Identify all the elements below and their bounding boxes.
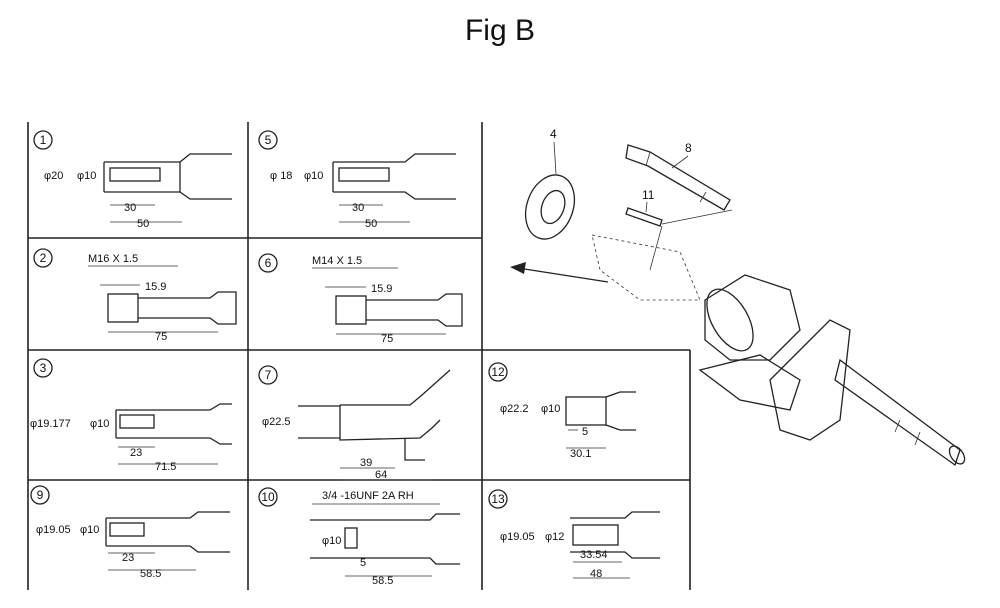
direction-arrow — [510, 262, 609, 283]
dimension-inner: 23 — [130, 447, 142, 459]
panel-number: 7 — [265, 368, 272, 382]
bore-label: φ10 — [304, 170, 323, 182]
bore-label: φ12 — [545, 531, 564, 543]
dimension-inner: 15.9 — [145, 281, 166, 293]
dimension-inner: 15.9 — [371, 283, 392, 295]
panel-2: 2 M16 X 1.5 15.9 75 — [33, 248, 237, 343]
dimension-inner: 30 — [124, 202, 136, 214]
panel-12: 12 φ22.2 φ10 5 30.1 — [488, 362, 636, 460]
diameter-label: φ19.05 — [36, 524, 71, 536]
key-part: 11 — [625, 188, 733, 271]
thread-spec: 3/4 -16UNF 2A RH — [322, 490, 414, 502]
panel-number: 2 — [40, 251, 47, 265]
dimension-overall: 50 — [137, 218, 149, 230]
dimension-inner: 23 — [122, 552, 134, 564]
dimension-overall: 75 — [155, 331, 167, 343]
callout-washer: 4 — [550, 127, 557, 141]
crankshaft-body — [591, 234, 966, 467]
dimension-overall: 75 — [381, 333, 393, 345]
bore-label: φ10 — [80, 524, 99, 536]
callout-shaft: 8 — [685, 141, 692, 155]
panel-10: 10 3/4 -16UNF 2A RH φ10 5 58.5 — [258, 487, 460, 587]
bore-label: φ10 — [77, 170, 96, 182]
panel-number: 1 — [40, 133, 47, 147]
dimension-inner: 5 — [582, 426, 588, 438]
diameter-label: φ20 — [44, 170, 63, 182]
panel-number: 5 — [265, 133, 272, 147]
panel-6: 6 M14 X 1.5 15.9 75 — [258, 253, 463, 345]
panel-number: 9 — [37, 488, 44, 502]
panel-1: 1 φ20 φ10 30 50 — [33, 130, 232, 230]
panel-5: 5 φ 18 φ10 30 50 — [258, 130, 456, 230]
dimension-inner: 5 — [360, 557, 366, 569]
dimension-inner: 39 — [360, 457, 372, 469]
panel-13: 13 φ19.05 φ12 33.54 48 — [488, 489, 660, 580]
dimension-overall: 30.1 — [570, 448, 591, 460]
dimension-overall: 48 — [590, 568, 602, 580]
diameter-label: φ22.2 — [500, 403, 529, 415]
dimension-overall: 64 — [375, 469, 387, 481]
panel-9: 9 φ19.05 φ10 23 58.5 — [30, 485, 230, 580]
exploded-assembly: 4 8 11 — [510, 127, 966, 467]
dimension-overall: 50 — [365, 218, 377, 230]
dimension-inner: 30 — [352, 202, 364, 214]
panel-number: 10 — [261, 490, 275, 504]
panel-number: 12 — [491, 365, 505, 379]
thread-spec: M14 X 1.5 — [312, 255, 362, 267]
dimension-overall: 58.5 — [372, 575, 393, 587]
panel-7: 7 φ22.5 39 64 — [258, 365, 451, 481]
thread-spec: M16 X 1.5 — [88, 253, 138, 265]
diameter-label: φ22.5 — [262, 416, 291, 428]
dimension-inner: 33.54 — [580, 549, 608, 561]
dimension-overall: 58.5 — [140, 568, 161, 580]
panel-number: 3 — [40, 361, 47, 375]
panel-number: 13 — [491, 492, 505, 506]
dimension-overall: 71.5 — [155, 461, 176, 473]
bore-label: φ10 — [322, 535, 341, 547]
callout-key: 11 — [642, 188, 655, 202]
bore-label: φ10 — [90, 418, 109, 430]
panel-number: 6 — [265, 256, 272, 270]
diameter-label: φ 18 — [270, 170, 292, 182]
bore-label: φ10 — [541, 403, 560, 415]
panel-3: 3 φ19.177 φ10 23 71.5 — [30, 358, 232, 473]
stub-shaft-part: 8 — [625, 141, 731, 211]
diameter-label: φ19.05 — [500, 531, 535, 543]
diameter-label: φ19.177 — [30, 418, 71, 430]
figure-title: Fig B — [464, 14, 536, 47]
washer-part: 4 — [524, 127, 576, 240]
